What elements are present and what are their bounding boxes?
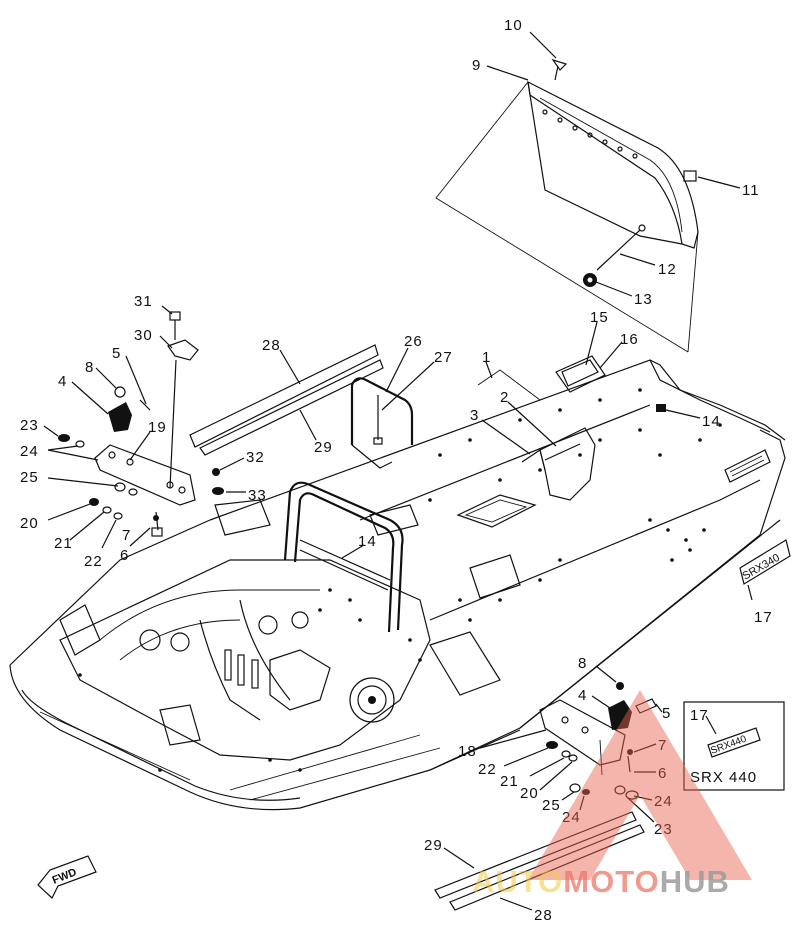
callout-13: 13 (634, 291, 653, 308)
callout-20-right: 20 (520, 785, 539, 802)
callout-29-top: 29 (314, 439, 333, 456)
watermark-hub: HUB (660, 864, 730, 899)
callout-16: 16 (620, 331, 639, 348)
callout-24-right-a: 24 (654, 793, 673, 810)
lower-strips (434, 811, 645, 911)
callout-32: 32 (246, 449, 265, 466)
hull-frame (9, 359, 786, 811)
callout-20-left: 20 (20, 515, 39, 532)
callout-26: 26 (404, 333, 423, 350)
callout-12: 12 (658, 261, 677, 278)
callout-14-center: 14 (358, 533, 377, 550)
callout-8-right: 8 (578, 655, 587, 672)
callout-28-bottom: 28 (534, 907, 553, 924)
callout-23-right: 23 (654, 821, 673, 838)
callout-11: 11 (742, 182, 760, 199)
callout-22-left: 22 (84, 553, 103, 570)
callout-4-left: 4 (58, 373, 67, 390)
decal-srx340: SRX340 (741, 552, 782, 583)
callout-1: 1 (482, 349, 491, 366)
callout-28-top: 28 (262, 337, 281, 354)
callout-33: 33 (248, 487, 267, 504)
svg-text:AUTOMOTOHUB: AUTOMOTOHUB (472, 864, 730, 899)
fwd-marker: FWD (37, 855, 97, 899)
callout-18: 18 (458, 743, 477, 760)
callout-6-left: 6 (120, 547, 129, 564)
windshield-group (435, 58, 699, 353)
leader-lines (43, 31, 753, 911)
callout-5-right: 5 (662, 705, 671, 722)
callout-14-top: 14 (702, 413, 721, 430)
callout-23-left: 23 (20, 417, 39, 434)
callout-5-left: 5 (112, 345, 121, 362)
callout-8-left: 8 (85, 359, 94, 376)
callout-9: 9 (472, 57, 481, 74)
callout-numbers: 10 9 11 12 13 15 16 14 1 2 3 26 27 28 29… (20, 17, 773, 924)
callout-17-right: 17 (754, 609, 773, 626)
callout-15: 15 (590, 309, 609, 326)
callout-30: 30 (134, 327, 153, 344)
callout-19: 19 (148, 419, 167, 436)
callout-29-bottom: 29 (424, 837, 443, 854)
callout-10: 10 (504, 17, 523, 34)
grab-bar (283, 481, 404, 633)
callout-4-right: 4 (578, 687, 587, 704)
right-bracket-group (539, 682, 657, 800)
watermark-auto: AUTO (472, 864, 563, 899)
left-bracket-group (58, 311, 224, 537)
callout-7-right: 7 (658, 737, 667, 754)
callout-27: 27 (434, 349, 453, 366)
callout-25-left: 25 (20, 469, 39, 486)
callout-17-box: 17 (690, 707, 709, 724)
rivets (78, 388, 722, 772)
callout-25-right: 25 (542, 797, 561, 814)
callout-24-right-b: 24 (562, 809, 581, 826)
decal-srx440-caption: SRX 440 (690, 769, 757, 786)
callout-6-right: 6 (658, 765, 667, 782)
callout-31: 31 (134, 293, 153, 310)
callout-22-right: 22 (478, 761, 497, 778)
callout-24-left: 24 (20, 443, 39, 460)
watermark-triangle-logo (528, 690, 752, 880)
watermark-moto: MOTO (563, 864, 659, 899)
top-parts (189, 344, 666, 501)
watermark: AUTOMOTOHUB (472, 690, 752, 899)
callout-21-left: 21 (54, 535, 73, 552)
callout-7-left: 7 (122, 527, 131, 544)
callout-3: 3 (470, 407, 479, 424)
callout-21-right: 21 (500, 773, 519, 790)
callout-2: 2 (500, 389, 509, 406)
